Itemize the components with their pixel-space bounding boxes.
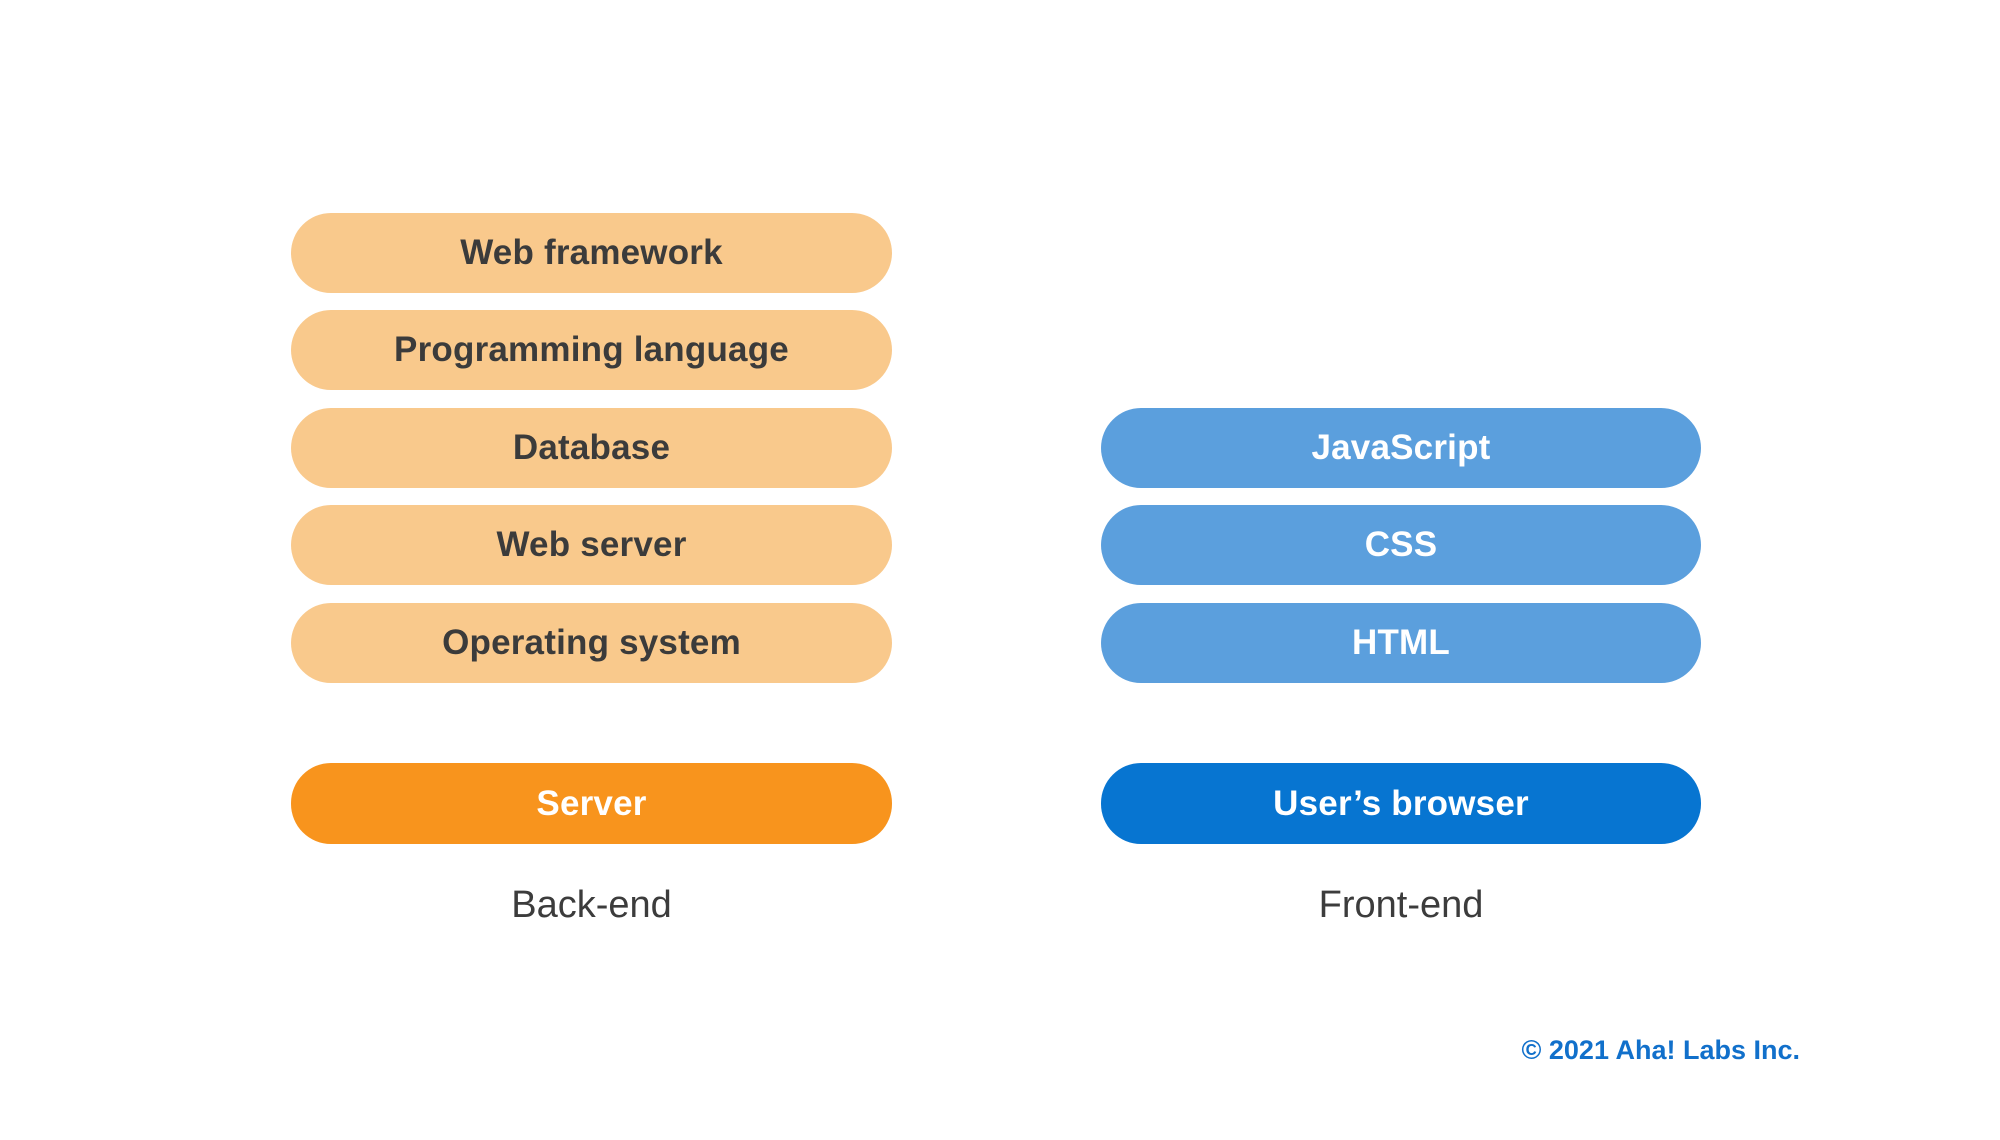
frontend-pill-javascript: JavaScript [1101, 408, 1701, 488]
frontend-column-label: Front-end [1318, 884, 1484, 926]
backend-pill-web-server: Web server [291, 505, 892, 585]
backend-column-label: Back-end [511, 884, 672, 926]
backend-pill-server: Server [291, 763, 892, 844]
backend-pill-operating-system: Operating system [291, 603, 892, 683]
backend-pill-database: Database [291, 408, 892, 488]
frontend-pill-users-browser: User’s browser [1101, 763, 1701, 844]
backend-pill-programming-language: Programming language [291, 310, 892, 390]
frontend-pill-html: HTML [1101, 603, 1701, 683]
backend-pill-web-framework: Web framework [291, 213, 892, 293]
frontend-pill-css: CSS [1101, 505, 1701, 585]
copyright-notice: © 2021 Aha! Labs Inc. [1521, 1035, 1801, 1065]
